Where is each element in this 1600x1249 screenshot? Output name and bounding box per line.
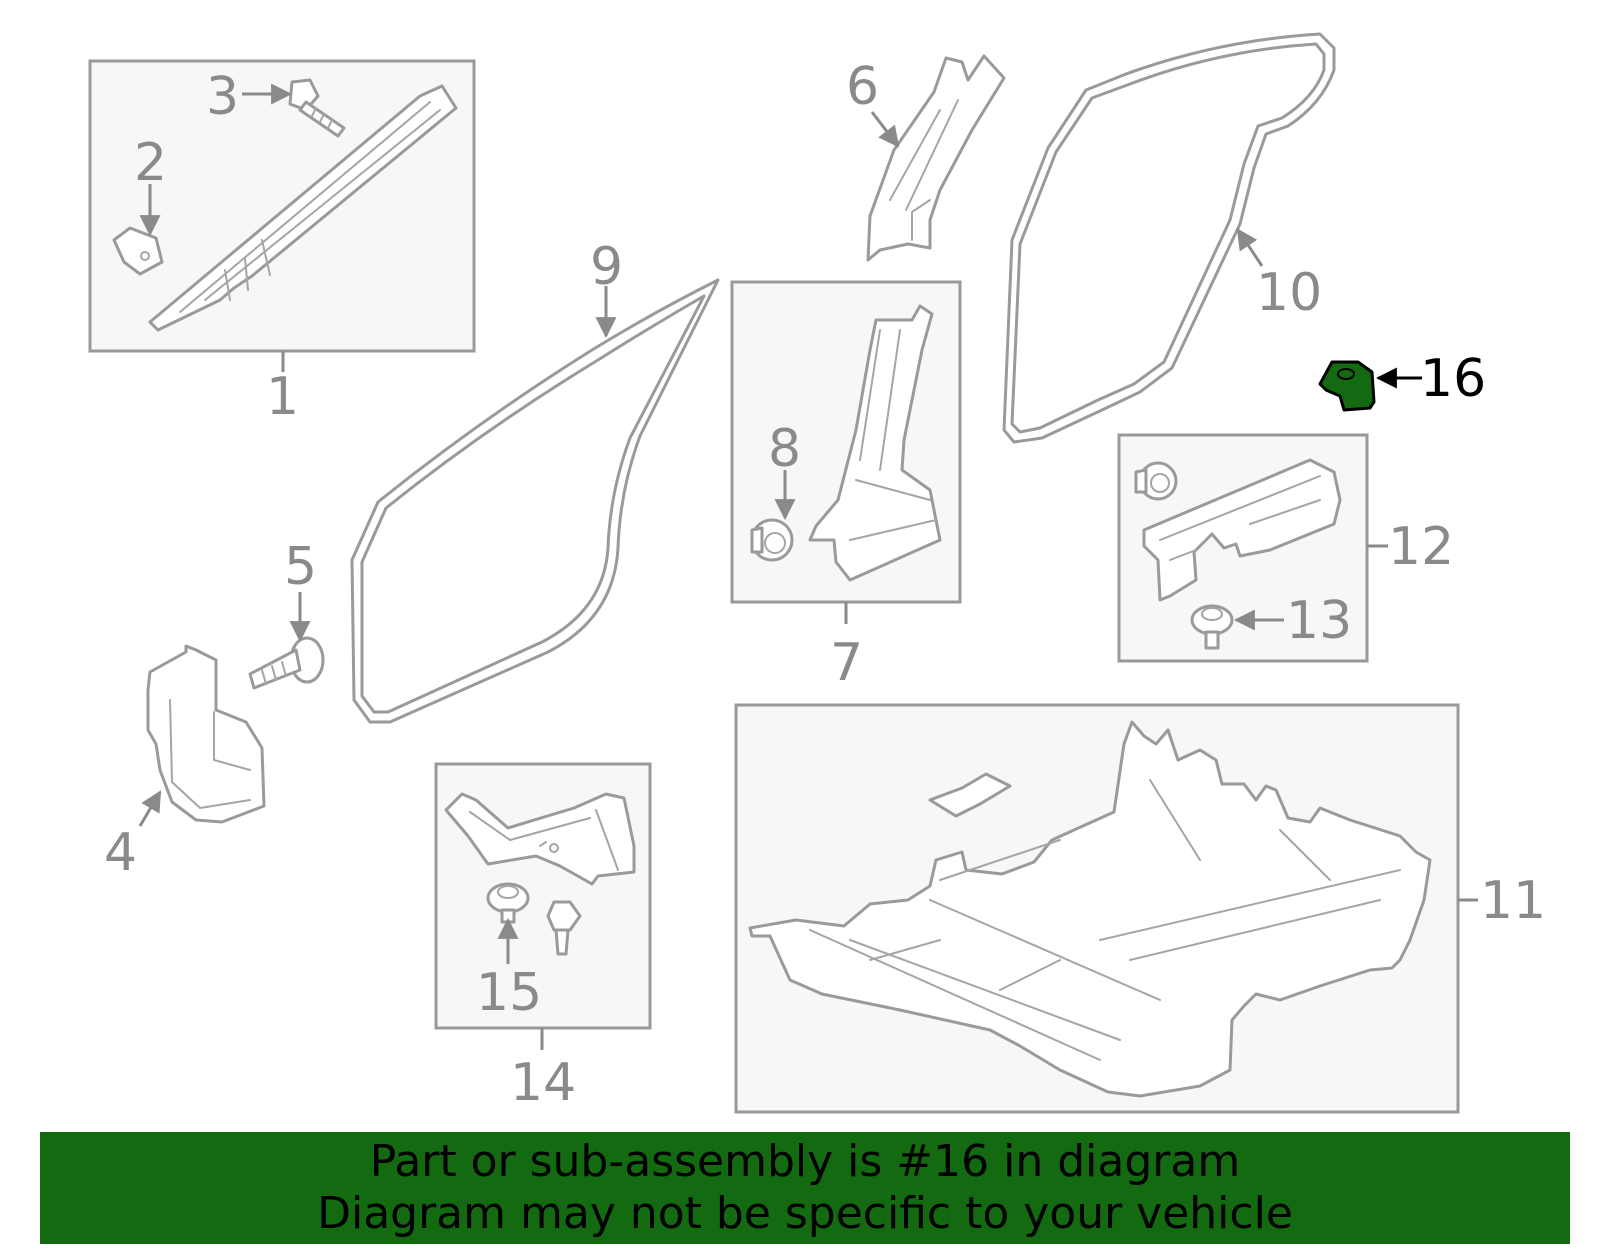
leader-lines — [138, 83, 1478, 1050]
part-10-rear-door-seal — [1002, 32, 1336, 444]
callout-16: 16 — [1420, 349, 1486, 409]
callout-13: 13 — [1286, 591, 1352, 651]
callout-1: 1 — [266, 367, 299, 427]
callout-2: 2 — [134, 133, 167, 193]
callout-14: 14 — [510, 1053, 576, 1113]
callout-6: 6 — [846, 57, 879, 117]
part-8-clip — [750, 518, 794, 562]
part-1-pillar-garnish — [148, 84, 458, 332]
callout-15: 15 — [476, 963, 542, 1023]
banner-line-1: Part or sub-assembly is #16 in diagram — [369, 1136, 1241, 1187]
part-13-clip — [1190, 604, 1234, 650]
part-7-center-pillar — [808, 304, 942, 582]
part-11-floor-carpet — [748, 720, 1432, 1098]
part-14-sill-garnish — [444, 792, 636, 886]
part-6-upper-trim — [866, 54, 1006, 262]
callout-9: 9 — [590, 237, 623, 297]
part-2-clip — [112, 226, 164, 276]
part-12-clip — [1134, 461, 1178, 501]
banner-line-2: Diagram may not be specific to your vehi… — [317, 1188, 1293, 1239]
part-16-bracket-highlighted[interactable] — [1318, 360, 1376, 412]
part-9-front-door-seal-inner — [360, 294, 706, 714]
callout-5: 5 — [284, 537, 317, 597]
part-12-sill-trim — [1142, 458, 1342, 602]
part-3-bolt — [288, 78, 346, 138]
part-4-kick-panel — [146, 644, 266, 824]
callout-12: 12 — [1388, 517, 1454, 577]
part-14-screw — [546, 900, 582, 956]
part-10-rear-door-seal-inner — [1010, 42, 1326, 434]
part-9-front-door-seal — [350, 278, 720, 724]
callout-8: 8 — [768, 419, 801, 479]
part-5-bolt — [248, 636, 325, 690]
callout-11: 11 — [1480, 871, 1546, 931]
callout-7: 7 — [830, 633, 863, 693]
callout-10: 10 — [1256, 263, 1322, 323]
callout-4: 4 — [104, 823, 137, 883]
info-banner: Part or sub-assembly is #16 in diagram D… — [40, 1132, 1570, 1244]
callout-3: 3 — [206, 67, 239, 127]
